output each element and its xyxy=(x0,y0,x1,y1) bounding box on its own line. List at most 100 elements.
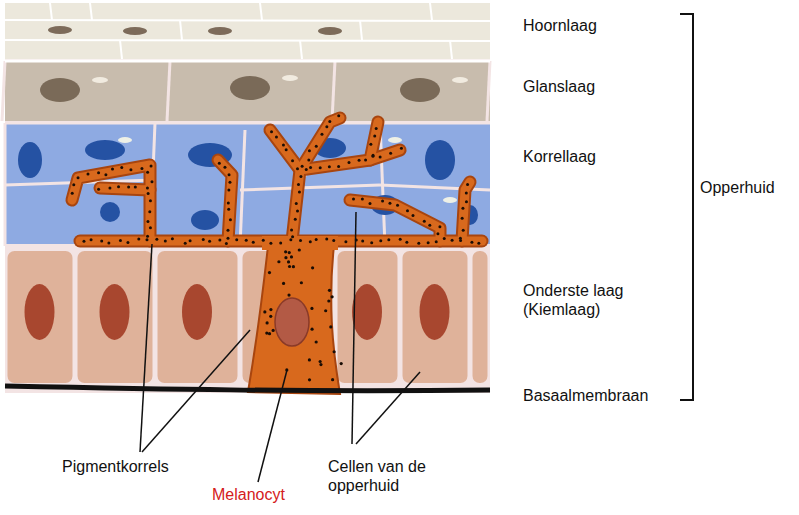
pigment-granule xyxy=(288,265,291,268)
cell-shape xyxy=(120,40,122,59)
part-label: Korrellaag xyxy=(523,147,673,166)
pigment-granule xyxy=(291,235,294,238)
pigment-granule xyxy=(279,241,282,244)
pigment-granule xyxy=(86,172,89,175)
dendrite-outline xyxy=(72,165,150,241)
pigment-granule xyxy=(324,309,327,312)
pigment-granule xyxy=(227,208,230,211)
pigment-granule xyxy=(296,210,299,213)
pigment-granule xyxy=(146,220,149,223)
pigment-granule xyxy=(470,241,473,244)
cell-shape xyxy=(123,27,147,35)
pigment-granule xyxy=(299,239,302,242)
pigment-granule xyxy=(265,331,268,334)
part-label: Pigmentkorrels xyxy=(62,457,212,476)
pigment-granule xyxy=(252,241,255,244)
pigment-granule xyxy=(218,162,221,165)
pigment-granule xyxy=(315,340,318,343)
cell-shape xyxy=(425,140,455,180)
dendrite xyxy=(72,165,150,241)
pigment-granule xyxy=(290,255,293,258)
pigment-granule xyxy=(369,202,372,205)
pigment-granule xyxy=(90,238,93,241)
pigment-granule xyxy=(307,159,310,162)
cell-shape xyxy=(85,140,125,160)
pigment-granule xyxy=(287,260,290,263)
pigment-granule xyxy=(373,134,376,137)
pigment-granule xyxy=(277,260,280,263)
pigment-granule xyxy=(308,358,311,361)
cell-shape xyxy=(240,130,245,246)
pigment-granule xyxy=(288,251,291,254)
pigment-granule xyxy=(227,188,230,191)
pigment-granule xyxy=(371,155,374,158)
pigment-granule xyxy=(147,192,150,195)
pigment-granule xyxy=(337,165,340,168)
pigment-granule xyxy=(104,173,107,176)
part-label: Cellen van de opperhuid xyxy=(328,457,453,495)
pigment-granule xyxy=(340,362,343,365)
pigment-granule xyxy=(285,148,288,151)
pigment-granule xyxy=(119,239,122,242)
cell-shape xyxy=(5,20,490,21)
cell-shape xyxy=(360,20,362,40)
pigment-granule xyxy=(263,310,266,313)
pigment-granule xyxy=(270,130,273,133)
pigment-granule xyxy=(438,225,441,228)
pigment-granule xyxy=(309,166,312,169)
dendrite xyxy=(270,130,300,241)
pigment-granule xyxy=(229,218,232,221)
pigment-granule xyxy=(328,289,331,292)
cell-shape xyxy=(450,40,452,59)
pigment-granule xyxy=(137,237,140,240)
pigment-granule xyxy=(381,200,384,203)
pigment-granule xyxy=(461,207,464,210)
pigment-granule xyxy=(171,237,174,240)
pigment-granule xyxy=(146,187,149,190)
cell-shape xyxy=(240,185,380,190)
pigment-granule xyxy=(417,242,420,245)
cell-ground xyxy=(5,3,490,393)
cell-shape xyxy=(180,20,182,40)
pigment-granule xyxy=(299,175,302,178)
pigment-granule xyxy=(361,239,364,242)
pigment-granule xyxy=(328,120,331,123)
basal-cell xyxy=(7,250,74,384)
dendrite-outline xyxy=(350,200,440,241)
pigment-granule xyxy=(308,149,311,152)
pigment-granule xyxy=(352,198,355,201)
cell-shape xyxy=(400,78,440,102)
pigment-granule xyxy=(235,238,238,241)
pigment-granule xyxy=(149,199,152,202)
pigment-granule xyxy=(284,250,287,253)
pigment-granule xyxy=(269,315,272,318)
pigment-granule xyxy=(358,159,361,162)
pigment-granule xyxy=(466,183,469,186)
pigment-granule xyxy=(266,321,269,324)
pigment-granule xyxy=(117,185,120,188)
dendrite-outline xyxy=(462,182,470,241)
part-label: Basaalmembraan xyxy=(523,386,673,405)
pigment-granule xyxy=(282,144,285,147)
pigment-granule xyxy=(400,147,403,150)
pigment-granule xyxy=(146,235,149,238)
pigment-granule xyxy=(399,238,402,241)
cell-shape xyxy=(5,122,490,125)
pigment-granule xyxy=(269,308,272,311)
cell-shape xyxy=(18,142,42,178)
cell-shape xyxy=(25,284,55,340)
pigment-granule xyxy=(140,167,143,170)
pigment-granule xyxy=(389,152,392,155)
dendrite xyxy=(462,182,470,241)
pigment-granule xyxy=(443,237,446,240)
basal-membrane xyxy=(5,386,490,391)
basal-cell xyxy=(77,250,154,384)
pigment-granule xyxy=(291,159,294,162)
cell-label: Melanocyt xyxy=(212,485,342,504)
cell-shape xyxy=(430,3,432,20)
pigment-granule xyxy=(379,156,382,159)
pigment-granule xyxy=(375,127,378,130)
pigment-granule xyxy=(155,238,158,241)
pigment-granule xyxy=(282,282,285,285)
pigment-granule xyxy=(208,240,211,243)
